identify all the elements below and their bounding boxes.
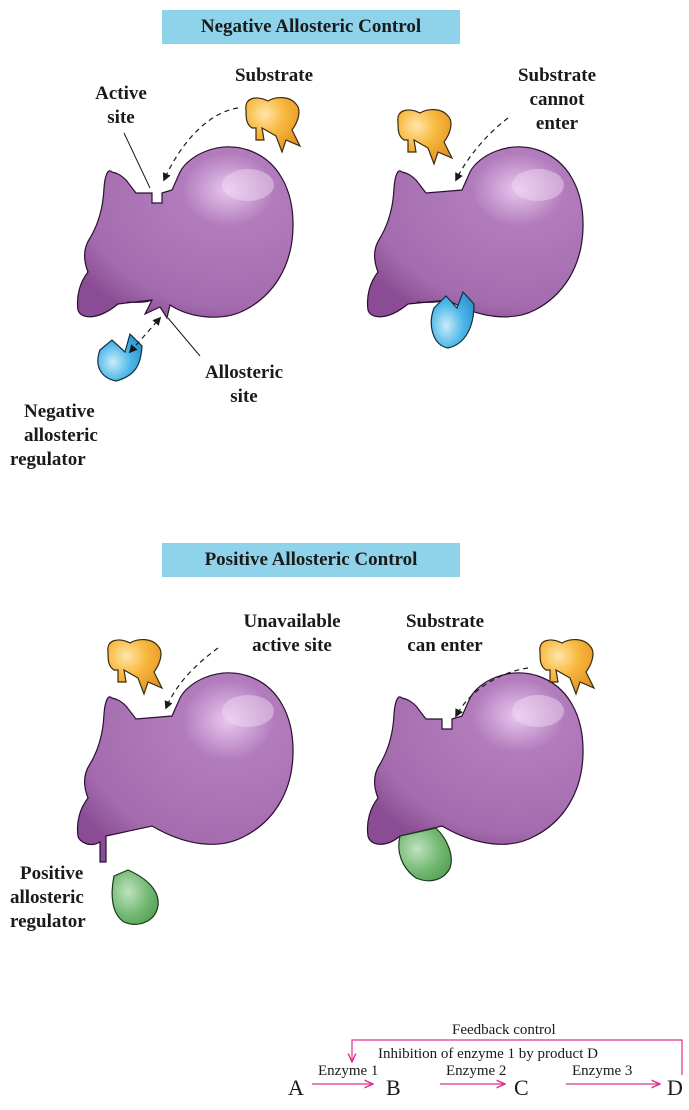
- intermediate-C: C: [514, 1075, 529, 1101]
- intermediate-B: B: [386, 1075, 401, 1101]
- feedback-inhibition-text: Inhibition of enzyme 1 by product D: [378, 1046, 598, 1063]
- positive-regulator-bound: [399, 828, 451, 881]
- substrate-molecule-2: [398, 110, 452, 164]
- unavailable-active-site-label: Unavailable active site: [232, 610, 352, 658]
- active-site-label: Active site: [82, 82, 160, 130]
- negative-regulator-molecule-1: [98, 334, 142, 381]
- feedback-control-title: Feedback control: [452, 1022, 556, 1039]
- negative-regulator-label: Negative allosteric regulator: [10, 400, 120, 472]
- enzyme-3-label: Enzyme 3: [572, 1063, 632, 1080]
- allosteric-site-label: Allosteric site: [190, 361, 298, 409]
- enzyme-2-label: Enzyme 2: [446, 1063, 506, 1080]
- product-D: D: [667, 1075, 683, 1101]
- substrate-molecule-3: [108, 640, 162, 694]
- substrate-label: Substrate: [222, 64, 326, 88]
- substrate-molecule-1: [246, 98, 300, 152]
- substrate-cannot-enter-label: Substrate cannot enter: [505, 64, 609, 136]
- substrate-A: A: [288, 1075, 304, 1101]
- substrate-can-enter-label: Substrate can enter: [390, 610, 500, 658]
- enzyme-1-label: Enzyme 1: [318, 1063, 378, 1080]
- positive-regulator-label: Positive allosteric regulator: [10, 862, 120, 934]
